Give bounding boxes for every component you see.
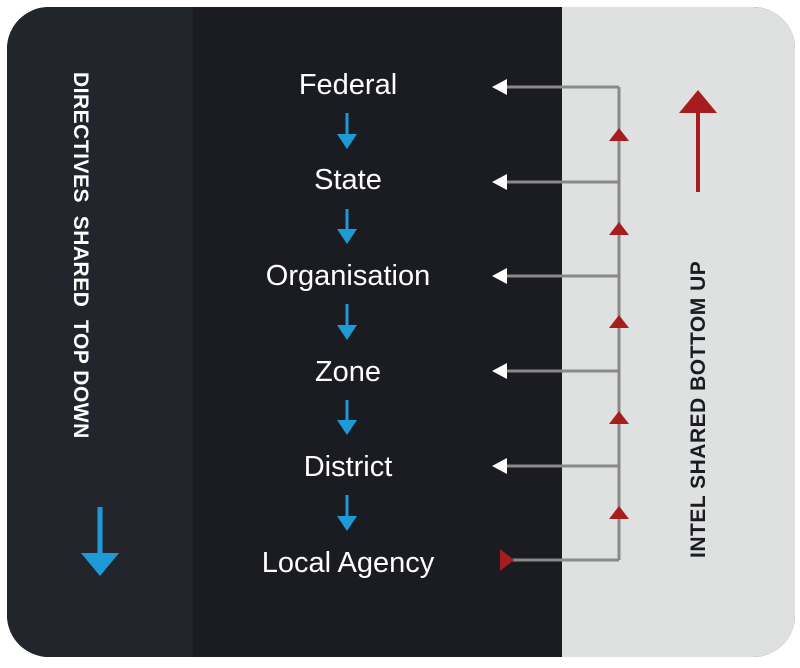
level-district: District (303, 451, 393, 483)
arrow-down-icon (81, 507, 119, 576)
levels-panel (193, 7, 562, 657)
arrow-up-icon (679, 90, 717, 192)
triangle-up-icon (609, 315, 629, 328)
arrow-left-icon (492, 363, 507, 379)
arrow-left-icon (492, 79, 507, 95)
hierarchy-diagram (7, 7, 795, 657)
triangle-up-icon (609, 411, 629, 424)
arrow-down-icon (337, 495, 357, 531)
arrow-down-icon (337, 400, 357, 435)
level-state: State (314, 164, 382, 196)
level-organisation: Organisation (265, 260, 431, 292)
feedback-arrow-zone (492, 363, 619, 379)
feedback-arrow-district (492, 458, 619, 474)
arrow-left-icon (492, 458, 507, 474)
feedback-arrow-state (492, 174, 619, 190)
triangle-right-icon (500, 549, 514, 571)
triangle-up-icon (609, 506, 629, 519)
level-zone: Zone (314, 356, 382, 388)
feedback-origin-local-agency (500, 549, 619, 571)
feedback-arrow-federal (492, 79, 619, 95)
arrow-down-icon (337, 304, 357, 340)
arrow-left-icon (492, 174, 507, 190)
arrow-down-icon (337, 209, 357, 244)
arrow-down-icon (337, 113, 357, 149)
feedback-arrow-organisation (492, 268, 619, 284)
level-local-agency: Local Agency (261, 547, 435, 579)
bottom-up-panel (562, 7, 795, 657)
triangle-up-icon (609, 128, 629, 141)
triangle-up-icon (609, 222, 629, 235)
arrow-left-icon (492, 268, 507, 284)
level-federal: Federal (298, 69, 398, 101)
